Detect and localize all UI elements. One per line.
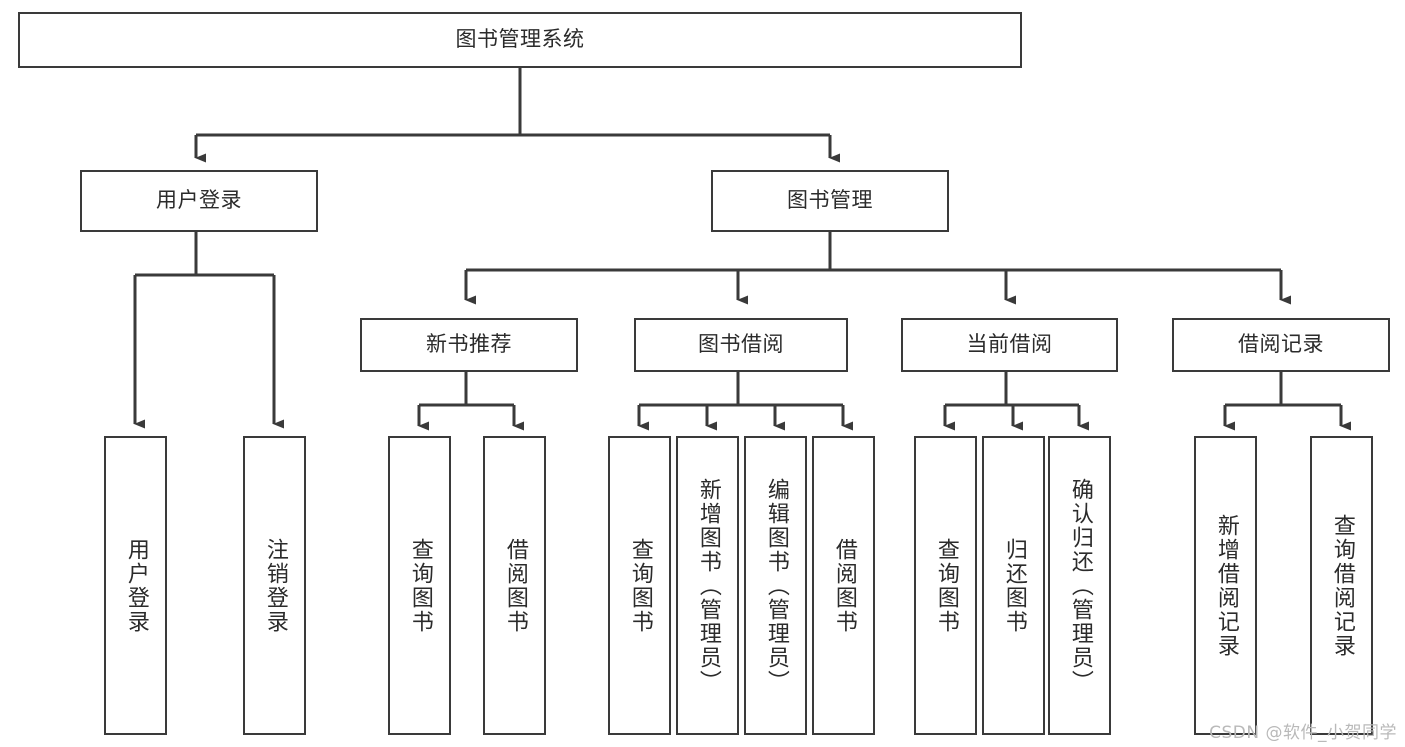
node-current-borrow-label: 当前借阅 [966, 332, 1053, 357]
node-new-book-recommend-label: 新书推荐 [426, 332, 512, 357]
node-book-borrow[interactable]: 图书借阅 [634, 318, 848, 372]
node-leaf-query-book-1-label: 查询图书 [407, 537, 433, 634]
node-leaf-return-book[interactable]: 归还图书 [982, 436, 1045, 735]
node-leaf-logout-login[interactable]: 注销登录 [243, 436, 306, 735]
node-borrow-record[interactable]: 借阅记录 [1172, 318, 1390, 372]
node-book-management-label: 图书管理 [787, 188, 873, 213]
node-leaf-return-book-label: 归还图书 [1001, 537, 1027, 634]
node-book-borrow-label: 图书借阅 [698, 332, 784, 357]
node-leaf-query-record-label: 查询借阅记录 [1329, 513, 1355, 658]
node-leaf-user-login-label: 用户登录 [123, 537, 149, 634]
node-leaf-edit-book-label: 编辑图书（管理员） [763, 477, 789, 694]
node-leaf-add-record[interactable]: 新增借阅记录 [1194, 436, 1257, 735]
node-leaf-user-login[interactable]: 用户登录 [104, 436, 167, 735]
node-leaf-borrow-book-1-label: 借阅图书 [502, 537, 528, 634]
node-leaf-query-book-3[interactable]: 查询图书 [914, 436, 977, 735]
node-current-borrow[interactable]: 当前借阅 [901, 318, 1118, 372]
node-leaf-borrow-book-1[interactable]: 借阅图书 [483, 436, 546, 735]
node-leaf-confirm-return-label: 确认归还（管理员） [1067, 477, 1093, 694]
node-leaf-query-book-1[interactable]: 查询图书 [388, 436, 451, 735]
node-leaf-query-book-3-label: 查询图书 [933, 537, 959, 634]
node-user-login[interactable]: 用户登录 [80, 170, 318, 232]
node-root-system[interactable]: 图书管理系统 [18, 12, 1022, 68]
node-leaf-add-record-label: 新增借阅记录 [1213, 513, 1239, 658]
node-borrow-record-label: 借阅记录 [1238, 332, 1324, 357]
node-user-login-label: 用户登录 [156, 188, 242, 213]
node-leaf-edit-book[interactable]: 编辑图书（管理员） [744, 436, 807, 735]
node-root-system-label: 图书管理系统 [455, 27, 585, 52]
node-new-book-recommend[interactable]: 新书推荐 [360, 318, 578, 372]
node-leaf-borrow-book-2-label: 借阅图书 [831, 537, 857, 634]
node-leaf-query-record[interactable]: 查询借阅记录 [1310, 436, 1373, 735]
node-book-management[interactable]: 图书管理 [711, 170, 949, 232]
node-leaf-query-book-2[interactable]: 查询图书 [608, 436, 671, 735]
node-leaf-borrow-book-2[interactable]: 借阅图书 [812, 436, 875, 735]
node-leaf-query-book-2-label: 查询图书 [627, 537, 653, 634]
node-leaf-logout-login-label: 注销登录 [262, 537, 288, 634]
node-leaf-add-book[interactable]: 新增图书（管理员） [676, 436, 739, 735]
node-leaf-confirm-return[interactable]: 确认归还（管理员） [1048, 436, 1111, 735]
node-leaf-add-book-label: 新增图书（管理员） [695, 477, 721, 694]
